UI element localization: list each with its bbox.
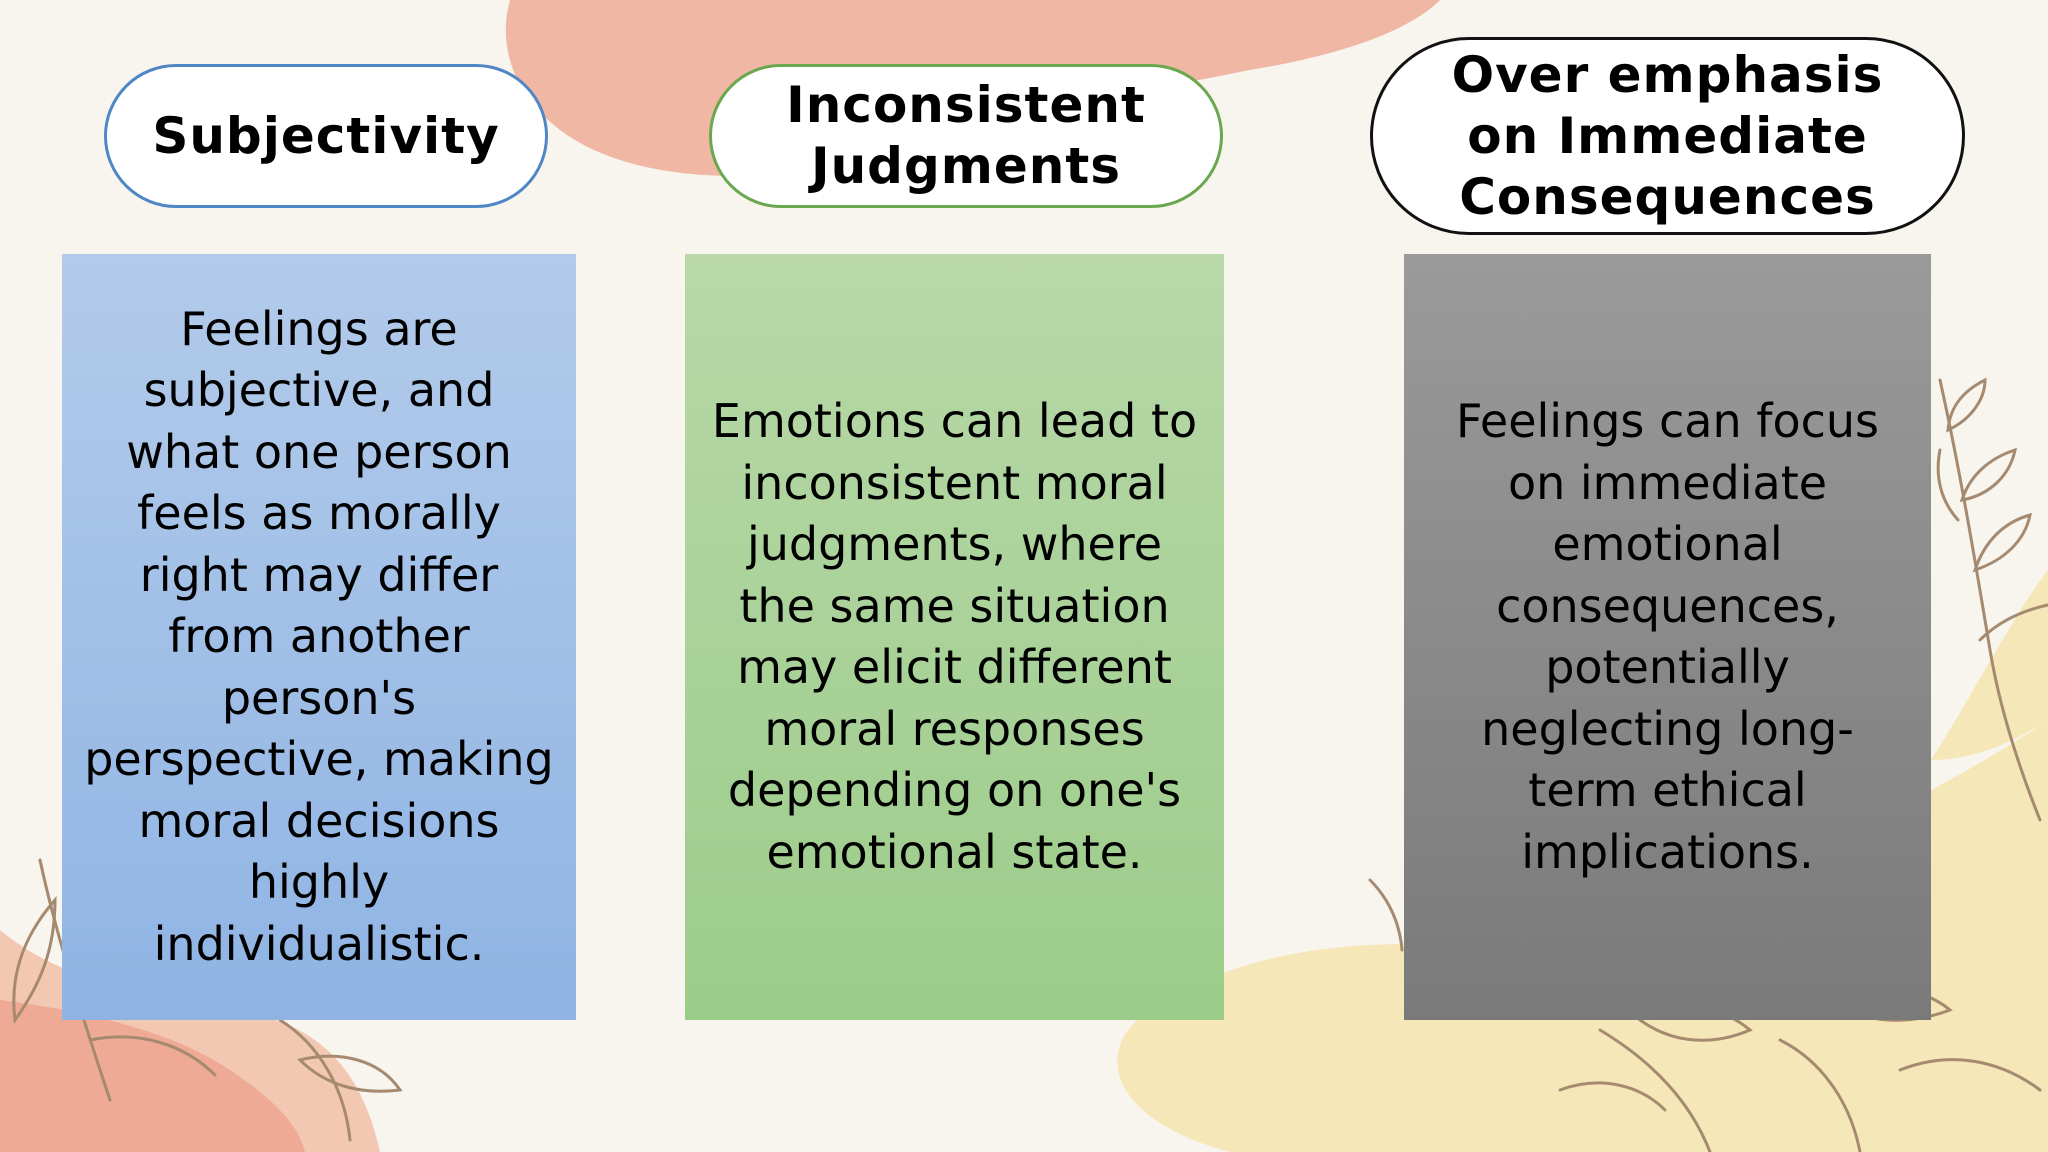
card-subjectivity: Feelings are subjective, and what one pe… bbox=[62, 254, 576, 1020]
heading-over-emphasis-label: Over emphasis on Immediate Consequences bbox=[1451, 45, 1884, 226]
leaf-sprig-right bbox=[1368, 377, 2048, 1152]
heading-inconsistent-judgments-label: Inconsistent Judgments bbox=[786, 76, 1146, 195]
heading-over-emphasis: Over emphasis on Immediate Consequences bbox=[1370, 37, 1965, 235]
heading-subjectivity-label: Subjectivity bbox=[152, 106, 500, 165]
heading-subjectivity: Subjectivity bbox=[104, 64, 548, 208]
card-over-emphasis: Feelings can focus on immediate emotiona… bbox=[1404, 254, 1931, 1020]
card-inconsistent-judgments-text: Emotions can lead to inconsistent moral … bbox=[711, 394, 1198, 879]
yellow-blob-right-edge bbox=[1931, 570, 2048, 760]
salmon-blob-bottom-left bbox=[0, 1000, 305, 1152]
heading-inconsistent-judgments: Inconsistent Judgments bbox=[709, 64, 1223, 208]
card-subjectivity-text: Feelings are subjective, and what one pe… bbox=[84, 301, 554, 971]
card-inconsistent-judgments: Emotions can lead to inconsistent moral … bbox=[685, 254, 1224, 1020]
card-over-emphasis-text: Feelings can focus on immediate emotiona… bbox=[1455, 394, 1880, 879]
